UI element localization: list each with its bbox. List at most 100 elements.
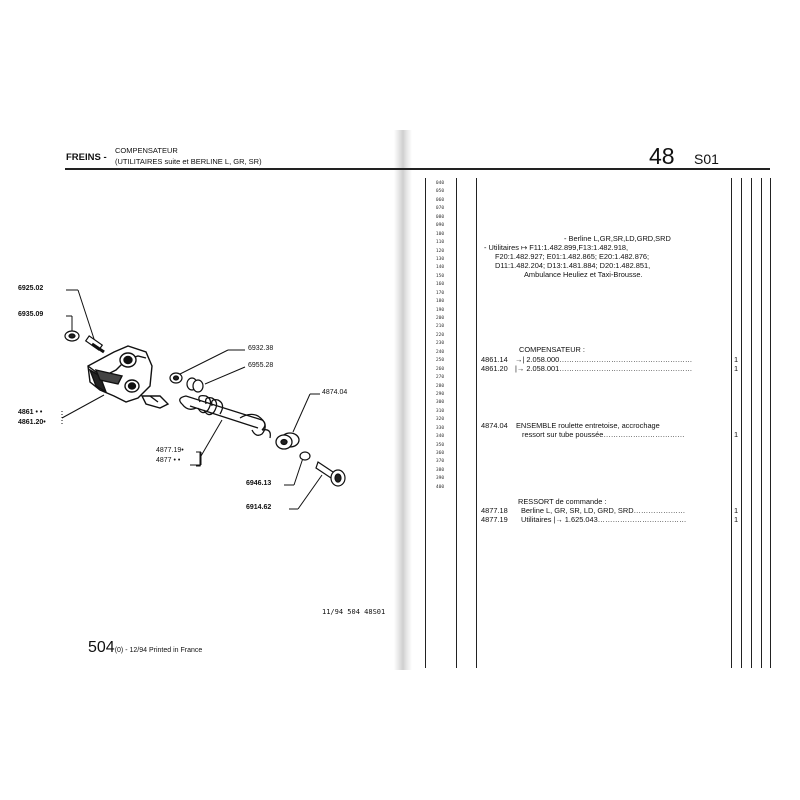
label-4877-19: 4877.19• (156, 447, 184, 454)
row-number: 120 (435, 248, 445, 254)
entry-qty: 1 (734, 506, 739, 515)
bracket (196, 451, 201, 467)
row-number: 210 (435, 324, 445, 330)
nut-6935 (64, 330, 80, 342)
row-number: 310 (435, 408, 445, 414)
label-4861: 4861 • • (18, 409, 43, 416)
row-number: 250 (435, 358, 445, 364)
row-number: 330 (435, 425, 445, 431)
row-number: 060 (435, 197, 445, 203)
entry-desc: ressort sur tube poussée…………………………… (522, 430, 685, 439)
row-number: 160 (435, 282, 445, 288)
row-number: 340 (435, 434, 445, 440)
compensator-body (87, 345, 170, 409)
row-number: 090 (435, 223, 445, 229)
page-code: S01 (694, 151, 719, 167)
row-number: 320 (435, 417, 445, 423)
table-border-right (770, 178, 771, 668)
table-border-left (425, 178, 426, 668)
table-col-line (476, 178, 477, 668)
entry-desc: Utilitaires |→ 1.625.043……………………………… (521, 515, 687, 524)
row-number: 110 (435, 240, 445, 246)
leader-line (77, 289, 97, 346)
footer-printed: - 12/94 Printed in France (123, 647, 203, 654)
entry-berline: - Berline L,GR,SR,LD,GRD,SRD (564, 234, 671, 243)
row-number: 080 (435, 214, 445, 220)
label-6932-38: 6932.38 (248, 345, 274, 352)
entry-ressort-title: RESSORT de commande : (518, 497, 607, 506)
subtitle-line2: (UTILITAIRES suite et BERLINE L, GR, SR) (115, 157, 262, 166)
row-number: 040 (435, 181, 445, 186)
row-number: 170 (435, 290, 445, 296)
entry-desc: →| 2.058.000……………………………………………… (515, 355, 693, 364)
row-number: 370 (435, 459, 445, 465)
roller-6955 (186, 377, 204, 393)
entry-ref: 4877.19 (481, 515, 508, 524)
header-rule (65, 168, 770, 170)
subtitle-line1: COMPENSATEUR (115, 146, 178, 155)
entry-qty: 1 (734, 430, 739, 439)
footer-page-suffix: (0) (114, 647, 124, 654)
screw-6914 (315, 461, 346, 487)
row-number: 230 (435, 341, 445, 347)
entry-qty: 1 (734, 515, 739, 524)
label-4861-20: 4861.20• (18, 419, 46, 426)
table-col-line (751, 178, 752, 668)
row-number: 290 (435, 391, 445, 397)
leader-line (61, 394, 105, 419)
row-number: 350 (435, 442, 445, 448)
page-number: 48 (649, 143, 675, 169)
leader-line (177, 349, 229, 376)
entry-utilitaires: - Utilitaires ↦ F11:1.482.899,F13:1.482.… (484, 243, 629, 252)
row-number: 400 (435, 484, 445, 490)
right-page (403, 0, 800, 800)
spring-4877 (179, 394, 271, 439)
row-number: 050 (435, 189, 445, 195)
row-number: 280 (435, 383, 445, 389)
row-number: 070 (435, 206, 445, 212)
entry-serial-line1: F20:1.482.927; E01:1.482.865; E20:1.482.… (495, 252, 650, 261)
label-6914-62: 6914.62 (246, 504, 272, 511)
entry-qty: 1 (734, 364, 739, 373)
footer-page-info: 504(0) - 12/94 Printed in France (88, 639, 202, 657)
table-col-line (731, 178, 732, 668)
entry-ref: 4877.18 (481, 506, 508, 515)
table-col-line (456, 178, 457, 668)
label-4874-04: 4874.04 (322, 389, 348, 396)
leader-line (297, 474, 323, 510)
row-number: 380 (435, 467, 445, 473)
footer-page-main: 504 (88, 639, 115, 656)
entry-ambulance: Ambulance Heuliez et Taxi-Brousse. (524, 270, 643, 279)
entry-ref: 4874.04 (481, 421, 508, 430)
entry-desc: |→ 2.058.001……………………………………………… (515, 364, 693, 373)
leader-line (200, 419, 223, 457)
entry-ref: 4861.14 (481, 355, 508, 364)
entry-ref: 4861.20 (481, 364, 508, 373)
row-number: 220 (435, 332, 445, 338)
row-number: 140 (435, 265, 445, 271)
bolt-6925 (84, 335, 105, 354)
row-number: 360 (435, 451, 445, 456)
row-number: 200 (435, 316, 445, 321)
table-col-line (741, 178, 742, 668)
row-number: 180 (435, 299, 445, 305)
leader-line (204, 366, 246, 385)
table-col-line (761, 178, 762, 668)
row-number: 260 (435, 366, 445, 372)
row-number: 240 (435, 349, 445, 355)
book-gutter (394, 130, 412, 670)
label-6935-09: 6935.09 (18, 311, 44, 318)
roller-assembly-4874 (275, 432, 300, 450)
leader-line (292, 393, 311, 433)
entry-desc: Berline L, GR, SR, LD, GRD, SRD………………… (521, 506, 686, 515)
row-number: 150 (435, 273, 445, 279)
row-number: 100 (435, 231, 445, 237)
label-6946-13: 6946.13 (246, 480, 272, 487)
row-number: 190 (435, 307, 445, 313)
washer-6932 (169, 372, 183, 384)
footer-ref: 11/94 504 48S01 (322, 608, 386, 616)
washer-6946 (299, 451, 311, 461)
entry-compensateur-title: COMPENSATEUR : (519, 345, 585, 354)
